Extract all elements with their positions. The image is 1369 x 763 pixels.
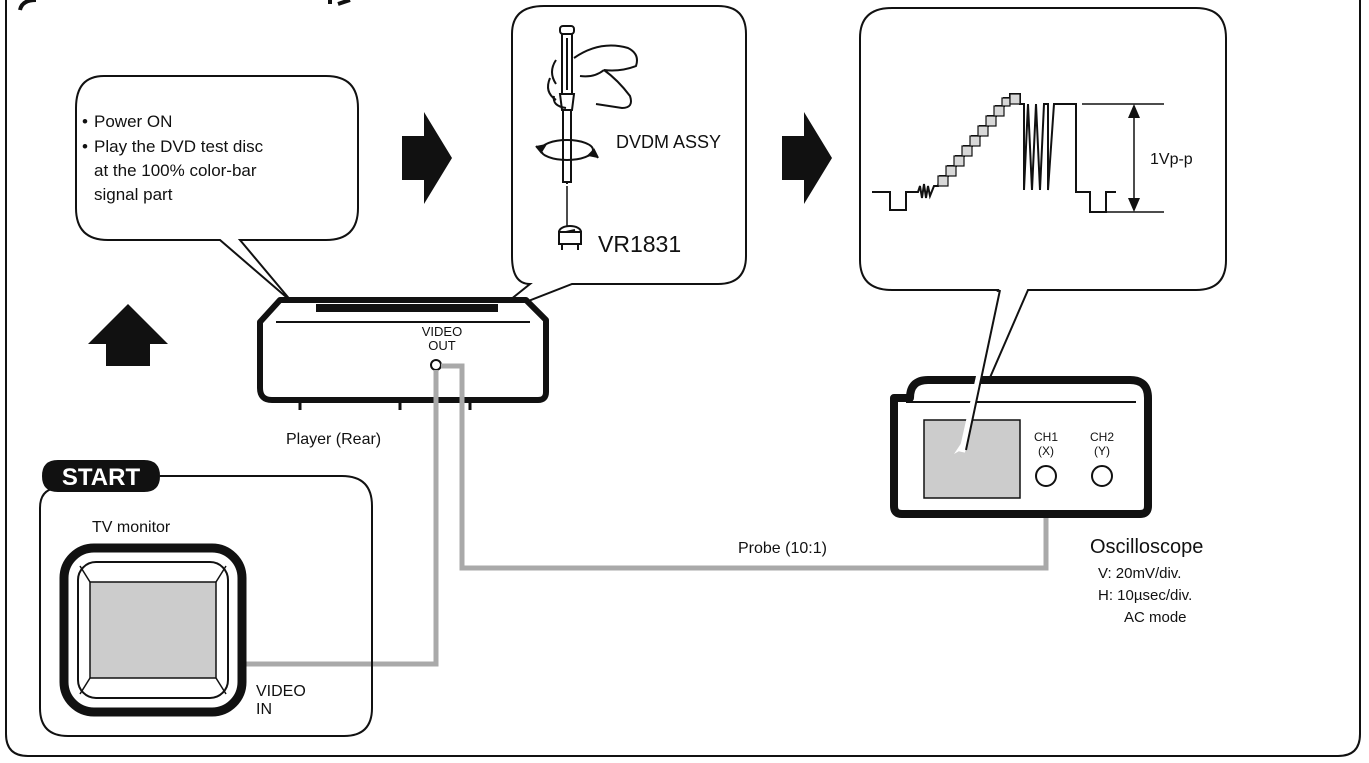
adjustment-bubble: DVDM ASSY VR1831 (489, 5, 747, 317)
step-power-on: Power ON (94, 112, 172, 131)
tv-monitor (59, 543, 247, 717)
probe-label: Probe (10:1) (738, 540, 827, 557)
right-arrow-icon (782, 112, 832, 204)
video-in-label-2: IN (256, 701, 272, 718)
outer-frame (5, 0, 1361, 757)
dvd-player: VIDEO OUT (257, 297, 549, 410)
start-badge-bg (42, 460, 160, 492)
instruction-bubble: • Power ON • Play the DVD test disc at t… (75, 75, 359, 303)
bullet-2: • (82, 137, 88, 156)
start-panel: START TV monitor VIDEO IN (39, 460, 373, 737)
scope-setting-v: V: 20mV/div. (1098, 565, 1181, 582)
start-badge: START (62, 464, 141, 491)
amplitude-label: 1Vp-p (1150, 151, 1193, 168)
video-in-label-1: VIDEO (256, 683, 306, 700)
probe-cable (441, 363, 1049, 571)
player-caption: Player (Rear) (286, 431, 381, 448)
scope-setting-h: H: 10µsec/div. (1098, 587, 1192, 604)
video-out-jack (430, 359, 442, 371)
bullet-1: • (82, 112, 88, 131)
video-out-label-1: VIDEO (422, 324, 462, 339)
ch2-label-1: CH2 (1090, 430, 1114, 444)
step-play-line3: signal part (94, 185, 173, 204)
ch1-input (1035, 465, 1057, 487)
board-label: DVDM ASSY (616, 132, 721, 152)
video-out-label-2: OUT (428, 338, 456, 353)
step-play-line2: at the 100% color-bar (94, 161, 257, 180)
scope-screen (923, 419, 1021, 499)
ch2-input (1091, 465, 1113, 487)
trimmer-resistor-icon (558, 225, 582, 250)
oscilloscope-title: Oscilloscope (1090, 536, 1203, 558)
video-cable (244, 370, 439, 667)
scope-setting-mode: AC mode (1124, 609, 1187, 626)
heading-remnant (18, 0, 351, 11)
screwdriver-hand-icon (547, 25, 638, 184)
waveform-bubble: 1Vp-p (859, 7, 1227, 443)
tv-monitor-label: TV monitor (92, 519, 171, 536)
oscilloscope: CH1 (X) CH2 (Y) (890, 376, 1152, 518)
tv-screen (89, 581, 217, 679)
up-arrow-icon (88, 304, 168, 366)
ch1-label-2: (X) (1038, 444, 1054, 458)
ch1-label-1: CH1 (1034, 430, 1058, 444)
right-arrow-icon (402, 112, 452, 204)
step-play-line1: Play the DVD test disc (94, 137, 264, 156)
staircase-steps (937, 93, 1021, 187)
rotate-icon (535, 139, 599, 161)
control-label: VR1831 (598, 231, 681, 257)
ch2-label-2: (Y) (1094, 444, 1110, 458)
